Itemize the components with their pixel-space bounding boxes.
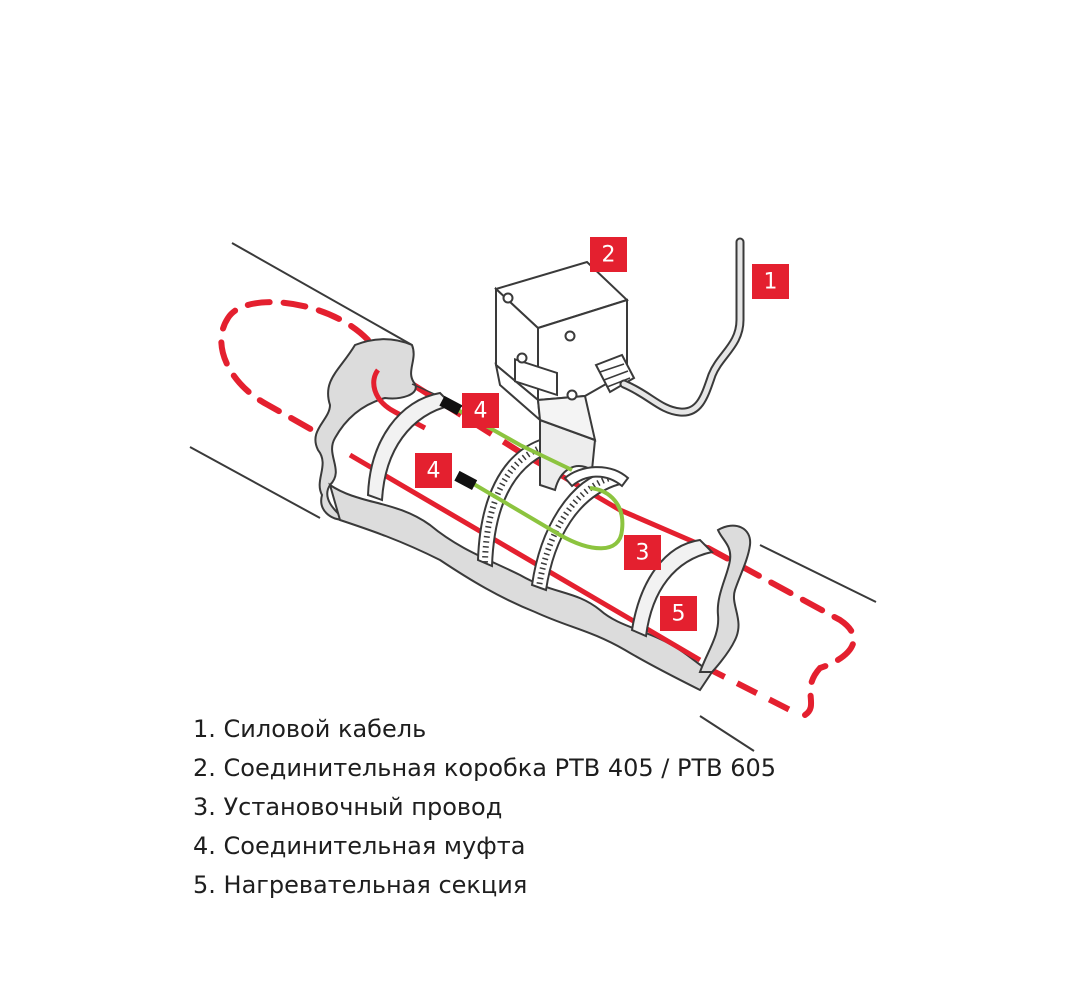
legend-item: 3. Установочный провод [193, 793, 503, 821]
heating-line-dashed-right [705, 545, 857, 718]
power-cable [619, 237, 745, 417]
legend-item: 1. Силовой кабель [193, 715, 427, 743]
callout-label-2: 2 [602, 243, 616, 268]
callout-badge-2: 2 [590, 237, 627, 272]
callout-label-3: 3 [636, 541, 650, 566]
installation-wire-lower [470, 481, 625, 551]
heating-line-dashed-bottom [703, 664, 802, 718]
pipe-bottom-edge [189, 446, 755, 752]
insulation-right-rim [698, 524, 752, 673]
heating-cable-solid-upper [371, 368, 427, 431]
callout-badge-3: 3 [624, 535, 661, 570]
callout-label-1: 1 [764, 270, 778, 295]
callout-label-4-upper: 4 [474, 399, 488, 424]
callout-badge-4-lower: 4 [415, 453, 452, 488]
heating-loop-dashed [218, 299, 371, 443]
pipe-band-right [630, 538, 715, 638]
callout-badge-5: 5 [660, 596, 697, 631]
connector-lower [454, 470, 478, 490]
legend-item: 2. Соединительная коробка PTB 405 / PTB … [193, 754, 777, 782]
box-bracket-clip [563, 466, 630, 488]
connector-upper [439, 395, 463, 415]
callout-label-4-lower: 4 [427, 459, 441, 484]
callout-label-5: 5 [672, 602, 686, 627]
pipe-top-edge [231, 242, 877, 603]
callout-badge-4-upper: 4 [462, 393, 499, 428]
legend-item: 4. Соединительная муфта [193, 832, 526, 860]
hose-clamp-right [530, 468, 622, 592]
legend-item: 5. Нагревательная секция [193, 871, 528, 899]
legend-list: 1. Силовой кабель 2. Соединительная коро… [193, 710, 776, 905]
callout-badge-1: 1 [752, 264, 789, 299]
junction-box [494, 260, 629, 442]
